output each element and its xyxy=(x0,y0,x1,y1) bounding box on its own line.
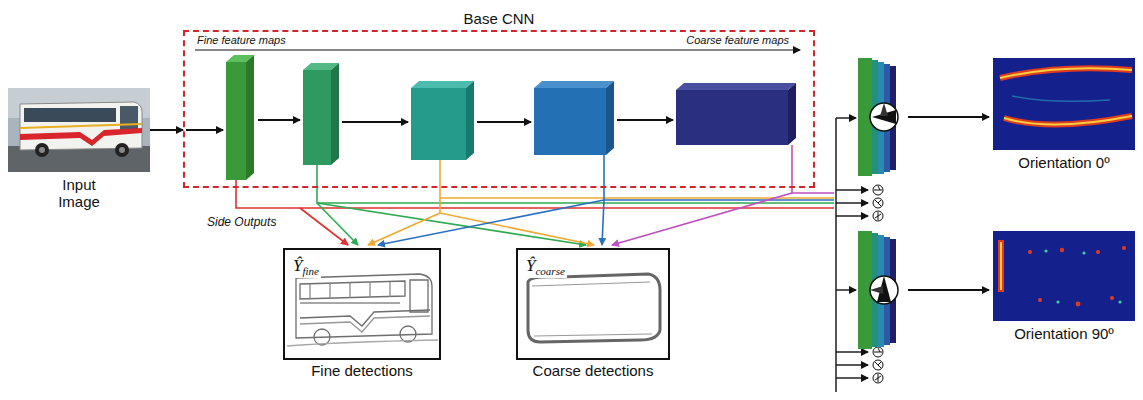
annotation-label: Side Outputs xyxy=(205,216,278,230)
connector-arrow xyxy=(150,129,183,131)
node-label: Ŷcoarse xyxy=(524,256,567,278)
node-label: Base CNN xyxy=(464,10,535,27)
fine-edge-map xyxy=(287,274,438,346)
heatmap xyxy=(993,231,1135,321)
orientation-heatmap: Orientation 90º xyxy=(993,231,1135,321)
input-image: Input Image xyxy=(8,88,150,172)
node-caption: Coarse detections xyxy=(533,362,654,379)
filter-stack xyxy=(858,58,898,176)
scale-arrow xyxy=(195,49,800,50)
side-output-wires xyxy=(236,145,834,245)
orientation-heatmap: Orientation 0º xyxy=(993,58,1135,150)
forward-arrows xyxy=(186,120,673,130)
filter-stack xyxy=(858,231,898,349)
feature-maps xyxy=(226,55,796,180)
node-caption: Fine feature maps xyxy=(197,34,286,47)
node-caption: Coarse feature maps xyxy=(686,34,789,47)
heatmap xyxy=(993,58,1135,150)
base-cnn-group: Base CNNFine feature mapsCoarse feature … xyxy=(183,30,815,188)
node-label: Ŷfine xyxy=(291,256,321,278)
fine-detection-panel: ŶfineFine detections xyxy=(283,248,441,360)
bus-photo xyxy=(8,88,150,172)
node-label: Orientation 90º xyxy=(1014,325,1114,342)
node-label: Orientation 0º xyxy=(1018,154,1109,171)
coarse-detection-panel: ŶcoarseCoarse detections xyxy=(516,248,670,360)
coarse-edge-map xyxy=(528,274,660,342)
node-caption: Fine detections xyxy=(311,362,413,379)
node-label: Input Image xyxy=(49,176,109,211)
